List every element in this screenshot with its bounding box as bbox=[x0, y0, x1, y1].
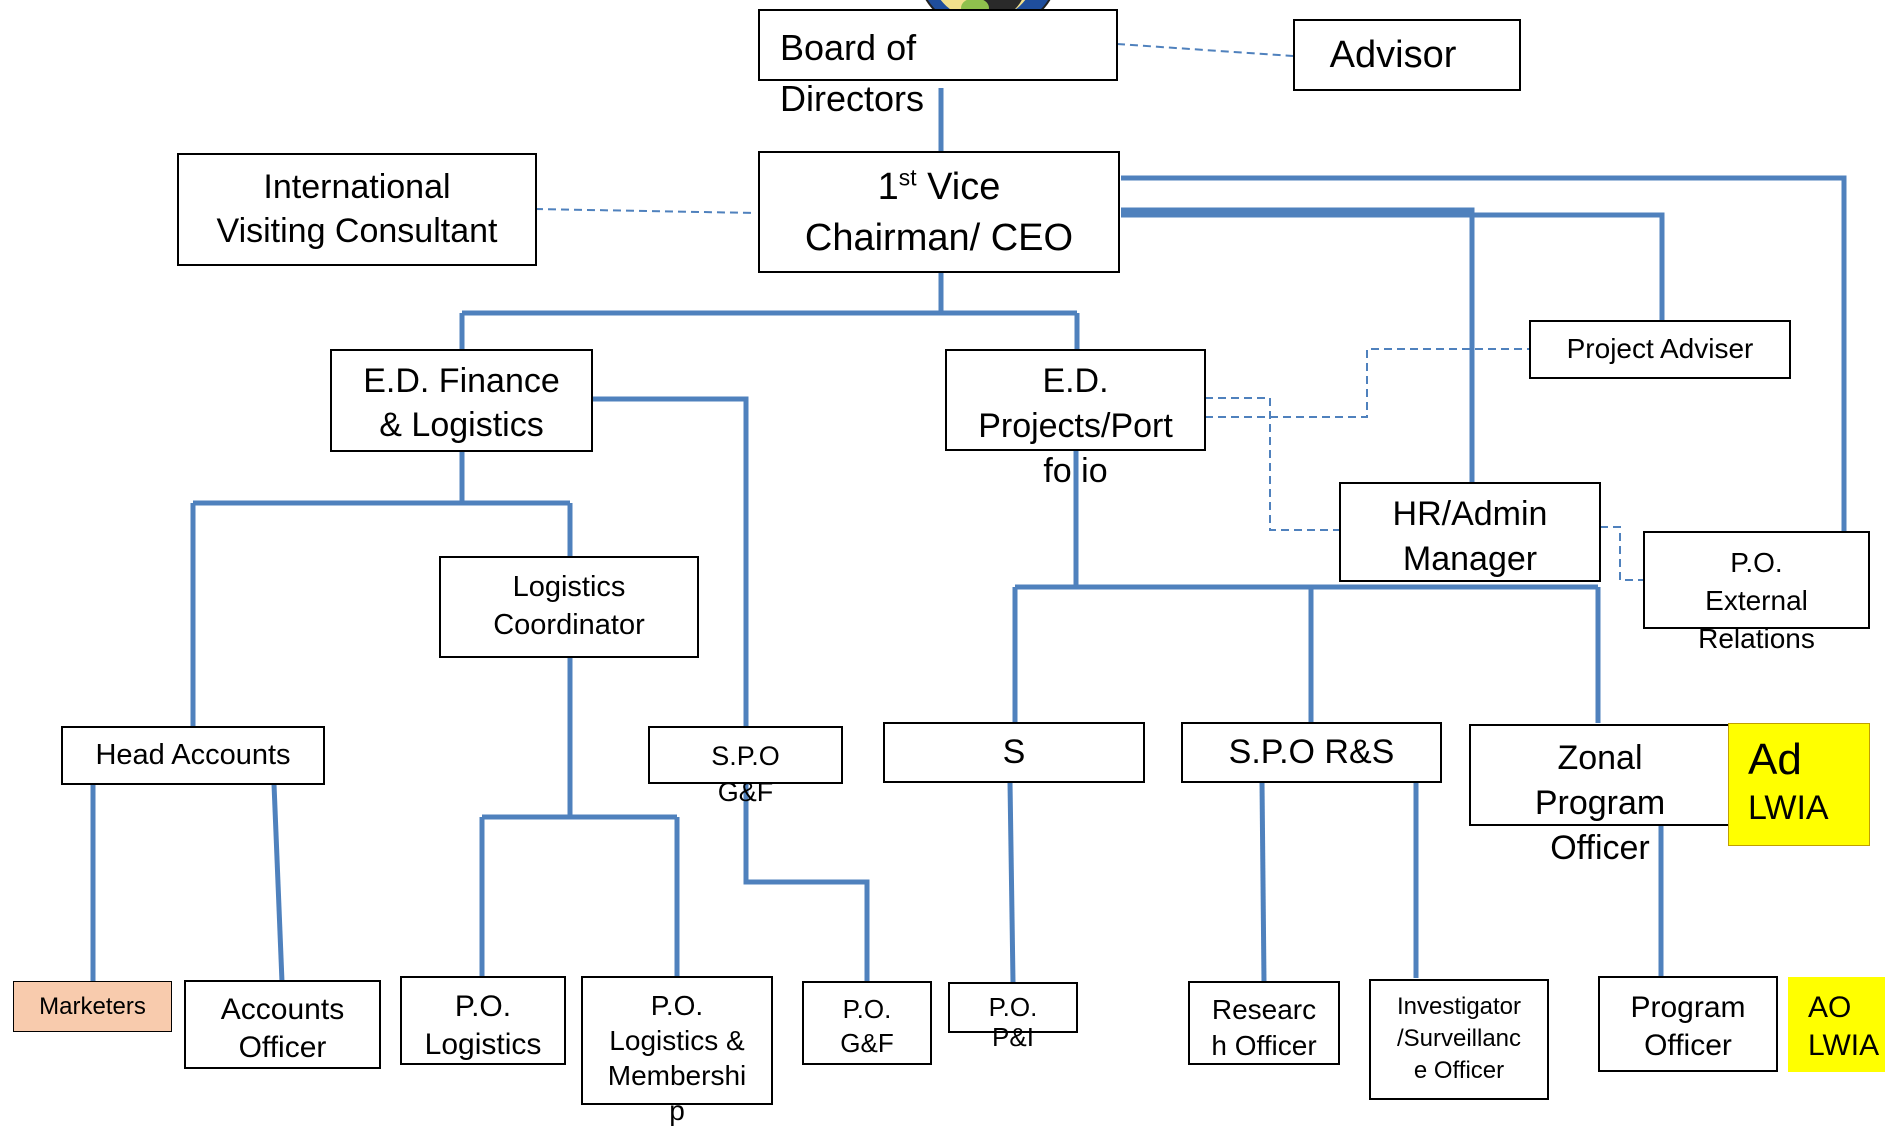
ceo-label: 1st Vice Chairman/ CEO bbox=[804, 164, 1074, 259]
accounts-officer-label: Accounts Officer bbox=[220, 993, 345, 1064]
connector-ceo-project-adviser bbox=[1121, 212, 1665, 320]
ad-lwia-box bbox=[1728, 723, 1870, 846]
po-external-label: P.O. External Relations bbox=[1698, 547, 1815, 654]
zonal-label: Zonal Program Officer bbox=[1534, 739, 1666, 867]
ao-lwia-label: AO LWIA bbox=[1808, 991, 1880, 1062]
connector-spors-research bbox=[1259, 781, 1267, 983]
consultant-box bbox=[177, 153, 537, 266]
po-external-box bbox=[1643, 531, 1870, 629]
program-officer-label: Program Officer bbox=[1630, 991, 1746, 1062]
head-accounts-box bbox=[61, 726, 325, 785]
spo-rs-label: S.P.O R&S bbox=[1228, 733, 1395, 771]
dashed-hr-po-external bbox=[1600, 526, 1645, 581]
advisor-label: Advisor bbox=[1329, 34, 1457, 76]
dashed-board-advisor bbox=[1116, 43, 1294, 57]
ceo-box bbox=[758, 151, 1120, 273]
ed-projects-box bbox=[945, 349, 1206, 451]
investigator-box bbox=[1369, 979, 1549, 1100]
connector-spopi-po-pi bbox=[1007, 781, 1016, 983]
program-officer-box bbox=[1598, 976, 1778, 1072]
spo-gf-box bbox=[648, 726, 843, 784]
spo-pi-box bbox=[883, 722, 1145, 783]
dashed-consultant-ceo bbox=[534, 208, 757, 214]
board-label: Board of Directors bbox=[780, 27, 925, 119]
research-officer-label: Researc h Officer bbox=[1211, 994, 1317, 1061]
consultant-label: International Visiting Consultant bbox=[216, 168, 498, 250]
ed-finance-box bbox=[330, 349, 593, 452]
hr-admin-label: HR/Admin Manager bbox=[1392, 495, 1548, 578]
po-logistics-label: P.O. Logistics bbox=[424, 990, 542, 1061]
connector-ceo-hr-admin bbox=[1121, 207, 1475, 482]
advisor-box bbox=[1293, 19, 1521, 91]
hr-admin-box bbox=[1339, 482, 1601, 582]
spo-rs-box bbox=[1181, 722, 1442, 783]
head-accounts-label: Head Accounts bbox=[95, 739, 291, 771]
connector-edfin-spo-gf bbox=[592, 396, 749, 727]
po-pi-label: P.O. P&I bbox=[988, 992, 1038, 1052]
marketers-box bbox=[13, 981, 172, 1032]
logistics-coordinator-box bbox=[439, 556, 699, 658]
po-gf-box bbox=[802, 981, 932, 1065]
spo-pi-label: S bbox=[1002, 733, 1026, 771]
ad-lwia-label: Ad LWIA bbox=[1748, 735, 1829, 828]
marketers-label: Marketers bbox=[39, 993, 146, 1020]
project-adviser-box bbox=[1529, 320, 1791, 379]
po-log-membership-box bbox=[581, 976, 773, 1105]
investigator-label: Investigator /Surveillanc e Officer bbox=[1396, 993, 1522, 1084]
ao-lwia-box bbox=[1788, 977, 1885, 1072]
logistics-coordinator-label: Logistics Coordinator bbox=[493, 571, 645, 641]
dashed-edproj-project-adviser bbox=[1205, 348, 1530, 418]
research-officer-box bbox=[1188, 981, 1340, 1065]
po-logistics-box bbox=[400, 976, 566, 1065]
spo-gf-label: S.P.O G&F bbox=[711, 741, 780, 807]
board-box bbox=[758, 9, 1118, 81]
zonal-box bbox=[1469, 724, 1731, 826]
ed-projects-label: E.D. Projects/Port fo io bbox=[978, 362, 1173, 490]
dashed-edproj-hr-admin bbox=[1205, 397, 1340, 531]
project-adviser-label: Project Adviser bbox=[1566, 333, 1754, 364]
po-log-membership-label: P.O. Logistics & Membershi p bbox=[607, 990, 747, 1126]
po-pi-box bbox=[948, 982, 1078, 1033]
connector-ceo-po-external bbox=[1121, 175, 1847, 532]
accounts-officer-box bbox=[184, 980, 381, 1069]
po-gf-label: P.O. G&F bbox=[840, 994, 894, 1058]
connector-spogf-po-gf bbox=[743, 771, 870, 982]
ed-finance-label: E.D. Finance & Logistics bbox=[363, 362, 560, 444]
connector-head-accounts-accounts-officer bbox=[271, 783, 285, 983]
